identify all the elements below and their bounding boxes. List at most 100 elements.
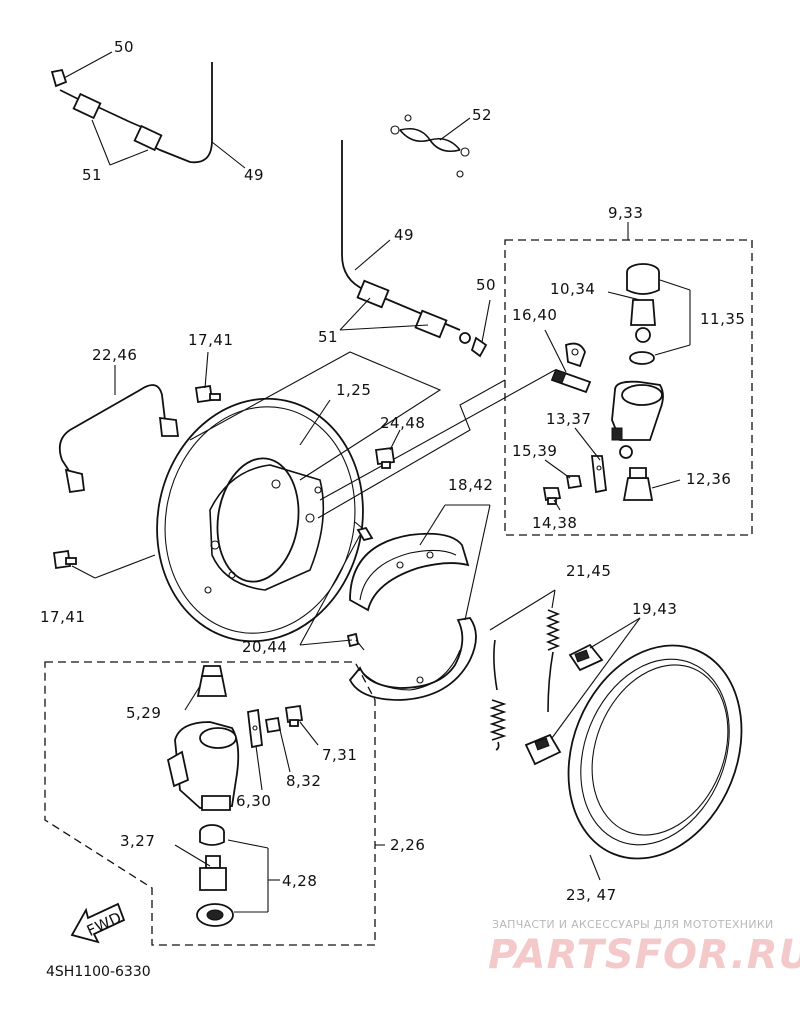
label-9-33: 9,33: [608, 204, 643, 222]
label-51-mid: 51: [318, 328, 338, 346]
label-5-29: 5,29: [126, 704, 161, 722]
watermark-tagline: ЗАПЧАСТИ И АКСЕССУАРЫ ДЛЯ МОТОТЕХНИКИ: [492, 918, 774, 931]
leader-50a: [63, 51, 113, 79]
leader-49a: [211, 141, 246, 169]
plate-13-37: [590, 455, 607, 494]
bolt-7-31: [284, 704, 304, 727]
leader-cable-plate-3: [319, 369, 556, 501]
shim-lower: [524, 733, 562, 766]
leader-4-28-a: [227, 839, 269, 849]
label-6-30: 6,30: [236, 792, 271, 810]
bolt-14-38: [542, 487, 562, 505]
boot-4-28: [196, 903, 234, 927]
leader-14-38: [553, 499, 561, 511]
leader-11-35-c: [654, 344, 691, 356]
label-49-mid: 49: [394, 226, 414, 244]
leader-24-48: [389, 429, 401, 451]
brake-cable-upper-left: [50, 62, 213, 164]
leader-51b-2: [339, 324, 429, 331]
label-13-37: 13,37: [546, 410, 591, 428]
leader-17-41a: [204, 351, 209, 389]
return-spring-left: [489, 639, 507, 751]
label-24-48: 24,48: [380, 414, 425, 432]
label-15-39: 15,39: [512, 442, 557, 460]
label-18-42: 18,42: [448, 476, 493, 494]
leader-16-40: [544, 329, 567, 373]
brake-drum-ring: [567, 644, 743, 860]
fwd-arrow-icon: FWD: [70, 902, 126, 944]
label-17-41-top: 17,41: [188, 331, 233, 349]
watermark-brand: PARTSFOR.RU: [488, 932, 800, 978]
bolt-24-48: [374, 446, 396, 469]
label-51-top: 51: [82, 166, 102, 184]
group-box-2-26: [44, 661, 385, 946]
leader-52: [439, 117, 471, 141]
plate-6-30: [247, 708, 263, 749]
leader-50b: [481, 299, 491, 343]
label-12-36: 12,36: [686, 470, 731, 488]
wheel-cylinder-left: [166, 665, 240, 811]
label-2-26: 2,26: [390, 836, 425, 854]
leader-15-39: [544, 459, 571, 479]
return-spring-right: [545, 609, 561, 713]
label-20-44: 20,44: [242, 638, 287, 656]
leader-17-41b-1: [71, 565, 96, 579]
brake-cable-middle: [341, 140, 488, 358]
leader-18-42-b: [419, 504, 446, 546]
label-16-40: 16,40: [512, 306, 557, 324]
brake-hose-22-46: [58, 384, 180, 494]
pin-20-44-lower: [346, 632, 365, 651]
pin-20-44-upper: [354, 521, 374, 542]
bolt-17-41-lower: [52, 549, 77, 570]
leader-21-45-a: [489, 589, 556, 631]
leader-20-44-b: [299, 534, 361, 646]
leader-51b-1: [339, 297, 371, 331]
label-19-43: 19,43: [632, 600, 677, 618]
label-8-32: 8,32: [286, 772, 321, 790]
diagram-code: 4SH1100-6330: [46, 964, 151, 980]
leader-3-27: [174, 844, 211, 867]
nut-8-32: [264, 716, 282, 734]
leader-49b: [354, 239, 391, 271]
label-11-35: 11,35: [700, 310, 745, 328]
leader-cable-plate-1: [189, 351, 442, 481]
leader-13-37: [574, 427, 601, 461]
leader-51a-1: [91, 119, 111, 166]
brake-shoe-upper: [349, 532, 470, 612]
label-23-47: 23, 47: [566, 886, 617, 904]
bolt-17-41-upper: [194, 384, 221, 404]
leader-10-34: [607, 291, 641, 301]
label-52: 52: [472, 106, 492, 124]
leader-6-30: [255, 745, 263, 791]
leader-12-36: [651, 479, 681, 489]
nut-15-39: [565, 475, 583, 490]
label-14-38: 14,38: [532, 514, 577, 532]
bleed-screw: [550, 342, 592, 394]
label-49-top: 49: [244, 166, 264, 184]
label-1-25: 1,25: [336, 381, 371, 399]
label-4-28: 4,28: [282, 872, 317, 890]
label-21-45: 21,45: [566, 562, 611, 580]
leader-20-44-a: [299, 639, 353, 646]
seal-cup-upper: [199, 824, 225, 846]
leader-7-31: [299, 721, 319, 746]
leader-cable-plate-2: [317, 379, 506, 519]
leader-11-35-a: [659, 279, 691, 291]
leader-8-32: [279, 729, 291, 773]
gasket-52: [390, 114, 470, 178]
leader-51a-2: [109, 149, 149, 166]
leader-1-25: [299, 399, 331, 446]
label-10-34: 10,34: [550, 280, 595, 298]
group-box-9-33: [504, 222, 753, 536]
leader-17-41b-2: [94, 554, 156, 579]
leader-19-43-a: [589, 617, 641, 649]
piston-3-27: [199, 855, 227, 891]
label-50-mid: 50: [476, 276, 496, 294]
leader-23-47: [589, 854, 601, 881]
label-7-31: 7,31: [322, 746, 357, 764]
label-50-top: 50: [114, 38, 134, 56]
leader-19-43-b: [551, 617, 641, 739]
brake-backing-plate: [156, 397, 364, 643]
